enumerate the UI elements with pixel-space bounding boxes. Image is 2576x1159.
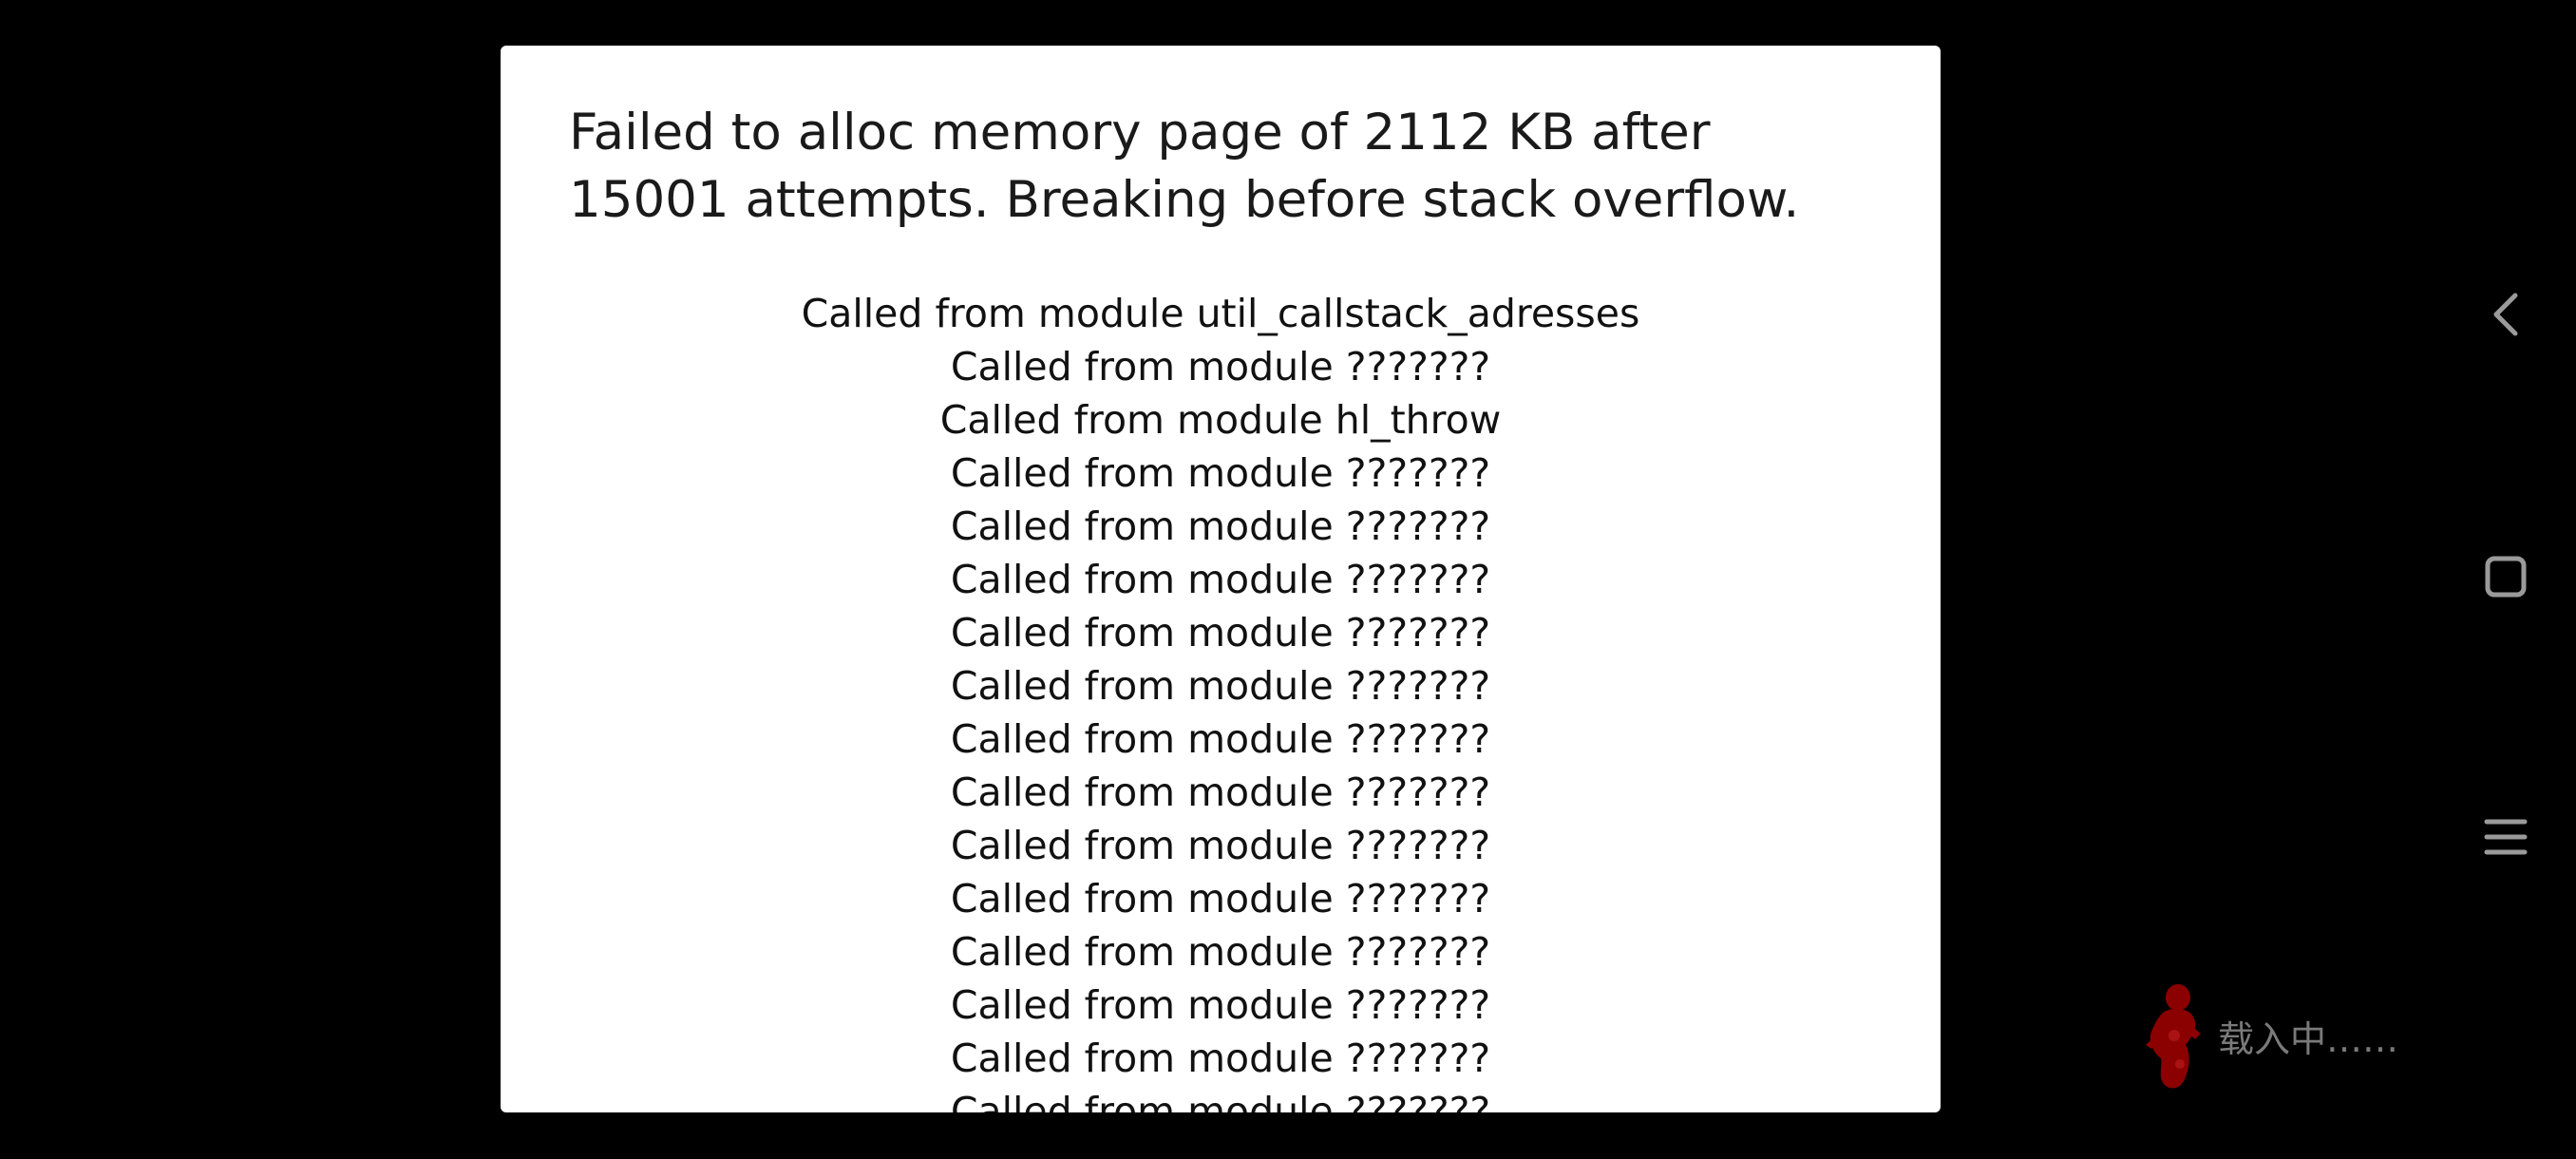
callstack-line: Called from module ???????: [950, 982, 1491, 1028]
hamburger-menu-icon: [2484, 819, 2528, 855]
callstack-list[interactable]: Called from module util_callstack_adress…: [501, 287, 1941, 1112]
callstack-line: Called from module ???????: [950, 876, 1491, 922]
callstack-line: Called from module ???????: [950, 823, 1491, 868]
back-button[interactable]: [2479, 288, 2532, 341]
home-button[interactable]: [2479, 550, 2532, 603]
callstack-line: Called from module ???????: [950, 504, 1491, 549]
callstack-line: Called from module ???????: [950, 557, 1491, 602]
error-message-title: Failed to alloc memory page of 2112 KB a…: [569, 104, 1800, 229]
menu-button[interactable]: [2479, 810, 2532, 864]
callstack-line: Called from module ???????: [950, 929, 1491, 975]
callstack-line: Called from module ???????: [950, 450, 1491, 496]
loading-indicator: 载入中……: [2142, 978, 2398, 1092]
loading-text: 载入中……: [2218, 1017, 2399, 1060]
square-icon: [2485, 556, 2527, 598]
callstack-line: Called from module ???????: [950, 770, 1491, 815]
callstack-line: Called from module hl_throw: [939, 397, 1502, 443]
callstack-line: Called from module ???????: [950, 1089, 1491, 1112]
callstack-line: Called from module ???????: [950, 610, 1491, 656]
callstack-line: Called from module ???????: [950, 663, 1491, 709]
callstack-line: Called from module ???????: [950, 716, 1491, 762]
red-figure-icon: [2146, 984, 2201, 1089]
callstack-line: Called from module ???????: [950, 344, 1491, 390]
callstack-line: Called from module util_callstack_adress…: [801, 291, 1640, 336]
chevron-left-icon: [2493, 293, 2518, 336]
callstack-line: Called from module ???????: [950, 1036, 1491, 1081]
error-dialog: Failed to alloc memory page of 2112 KB a…: [501, 46, 1941, 1112]
